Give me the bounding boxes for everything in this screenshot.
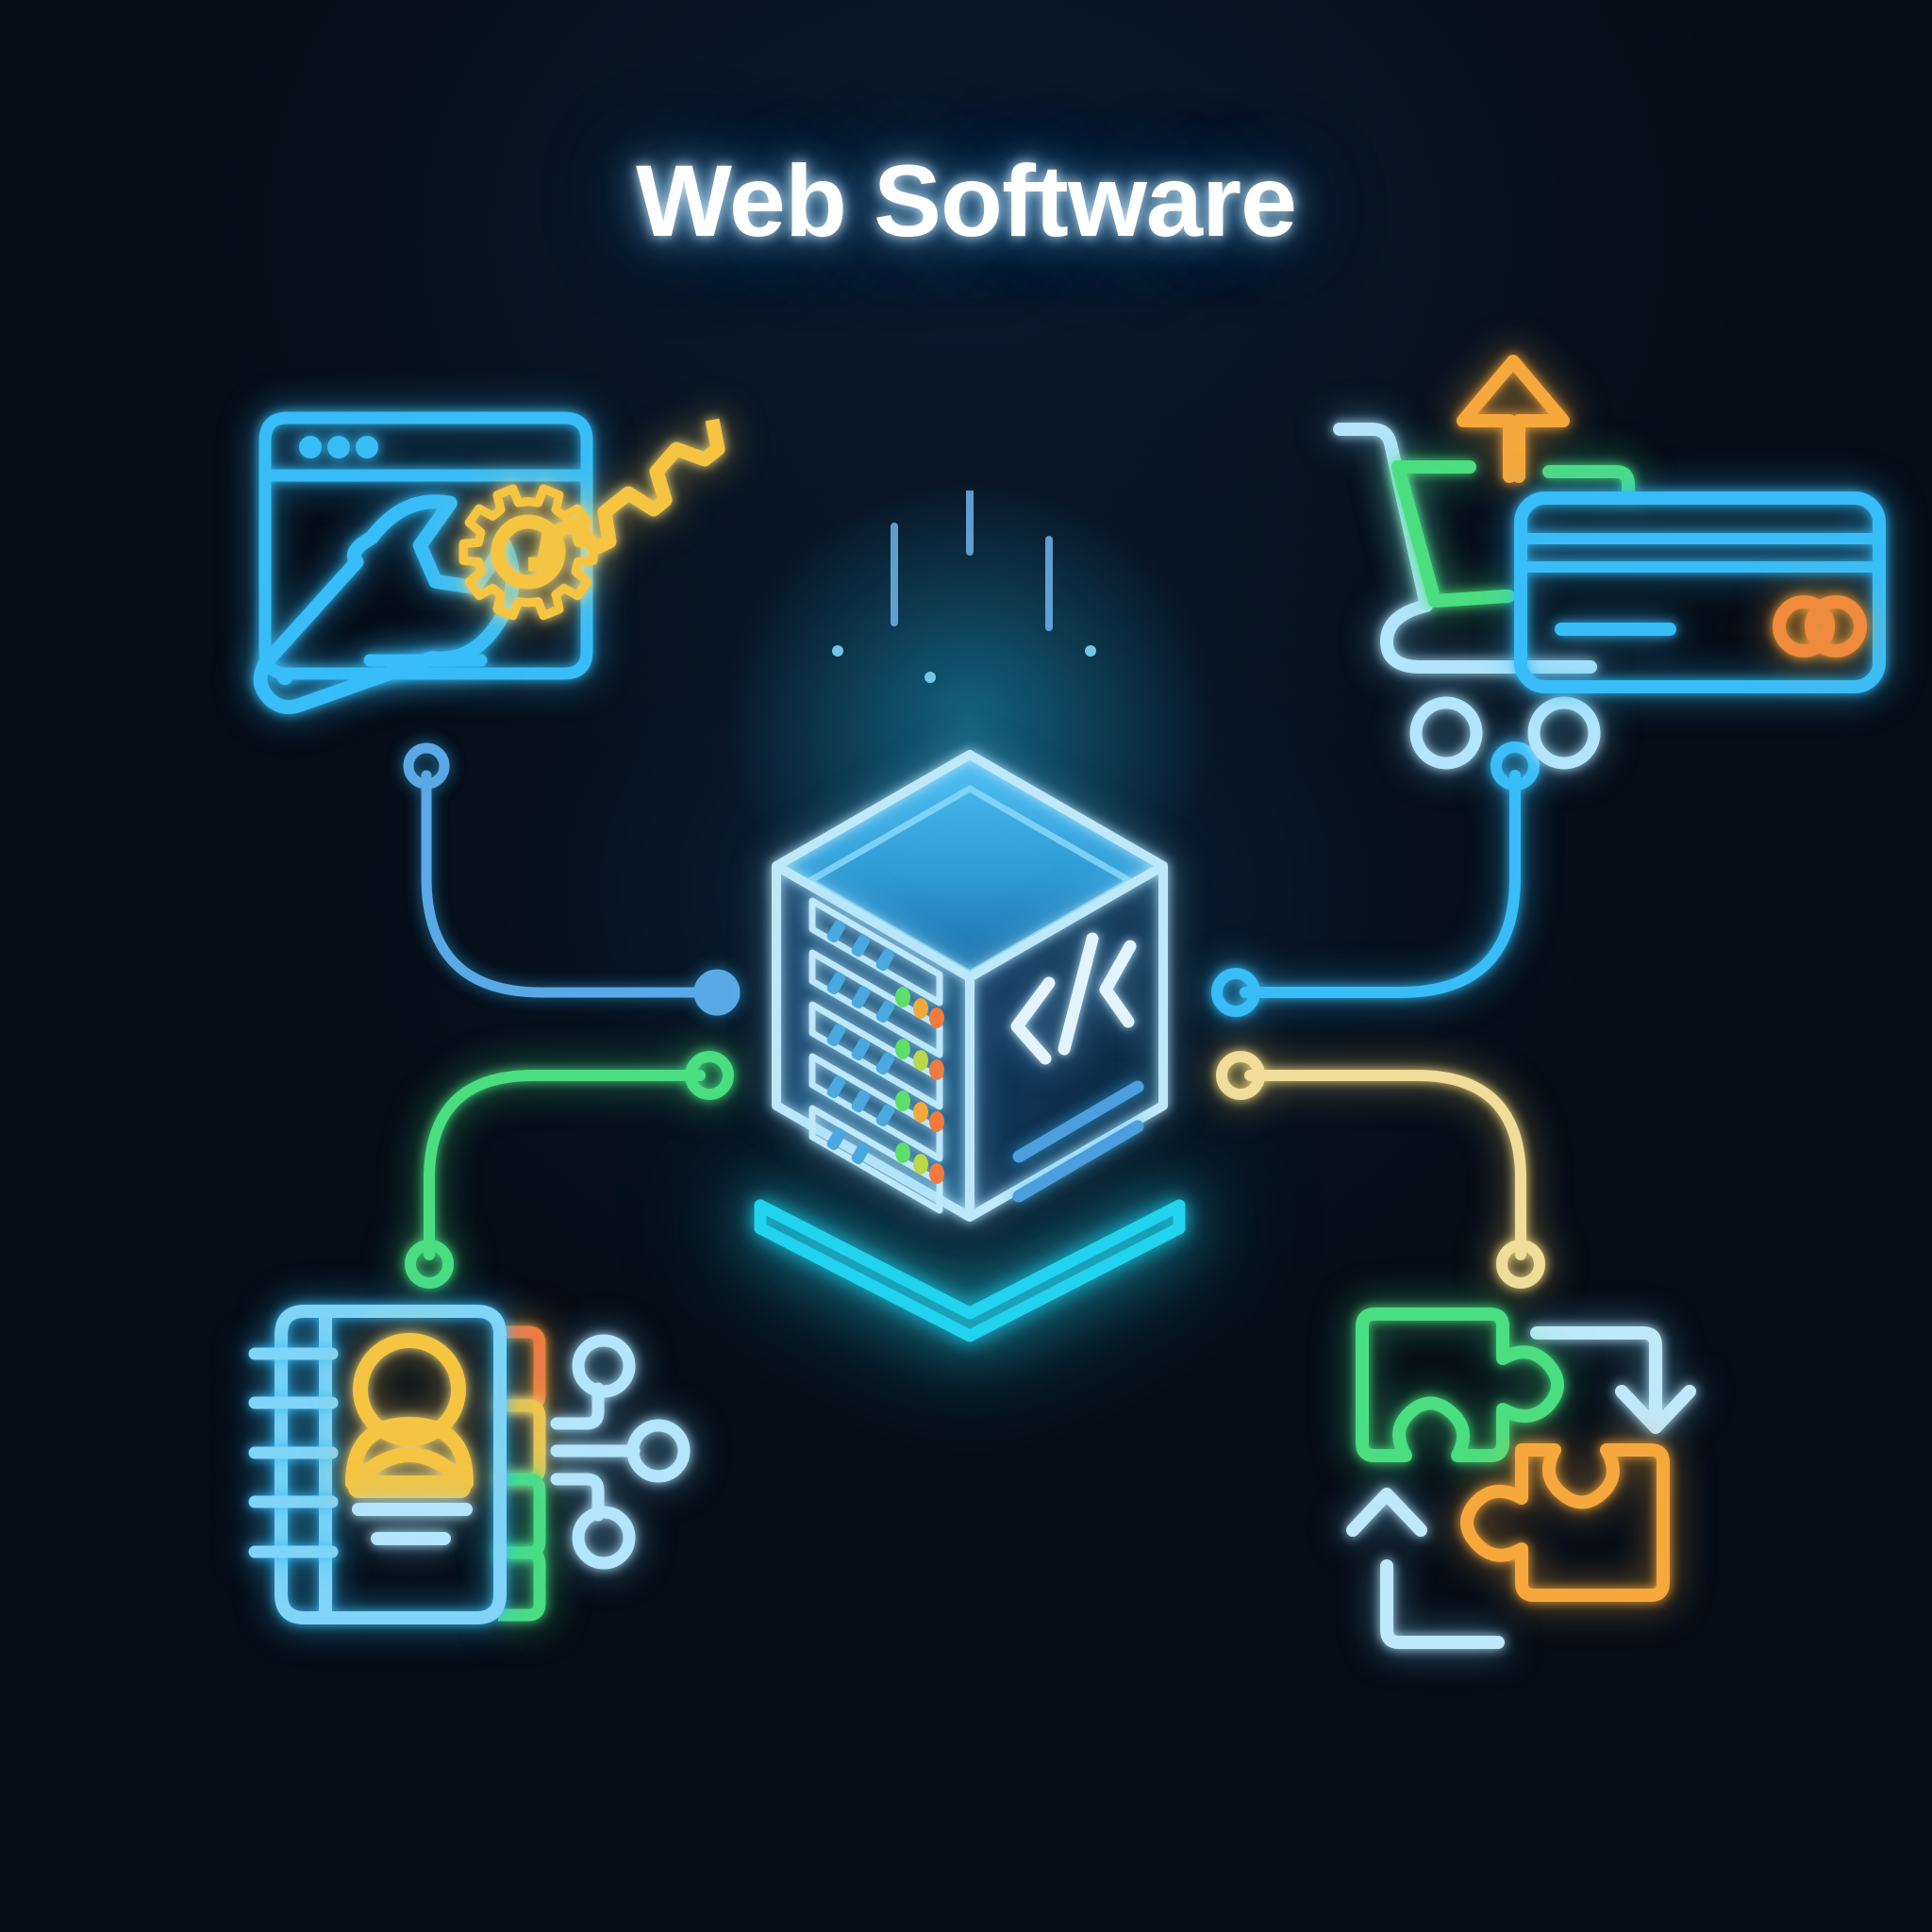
conn-top-right — [1211, 741, 1540, 1017]
puzzle-piece-green — [1356, 1307, 1564, 1462]
contact-text-lines — [352, 1503, 473, 1545]
user-avatar-icon — [345, 1333, 474, 1498]
cart-wheel — [1409, 696, 1601, 770]
sync-arrow-down-icon — [1530, 1326, 1696, 1434]
code-symbol-icon — [1010, 932, 1137, 1065]
spiral-binding-icon — [248, 1347, 339, 1558]
puzzle-piece-orange — [1460, 1443, 1670, 1602]
cart-basket — [1391, 460, 1635, 608]
server-racks — [808, 897, 944, 1214]
server-base — [754, 1199, 1186, 1342]
rack-leds — [895, 1091, 944, 1132]
conn-top-left — [403, 742, 741, 1016]
rack-leds — [895, 987, 944, 1028]
browser-window-icon — [258, 411, 593, 680]
network-tree-icon — [550, 1334, 691, 1570]
rack-leds — [895, 1039, 944, 1080]
credit-card-icon — [1514, 491, 1886, 693]
book-color-tabs — [498, 1325, 546, 1622]
sync-arrow-up-icon — [1346, 1488, 1505, 1649]
rack-leds — [895, 1142, 944, 1184]
browser-window-dots — [299, 436, 378, 458]
code-lines — [1012, 1080, 1144, 1203]
conn-bottom-left — [405, 1051, 734, 1289]
contact-book-icon — [275, 1305, 507, 1624]
conn-bottom-right — [1216, 1051, 1545, 1289]
upload-arrow-icon — [1457, 355, 1570, 483]
card-chip-icon — [1773, 595, 1867, 658]
shopping-cart-icon — [1333, 423, 1597, 674]
gear-icon — [0, 0, 718, 621]
